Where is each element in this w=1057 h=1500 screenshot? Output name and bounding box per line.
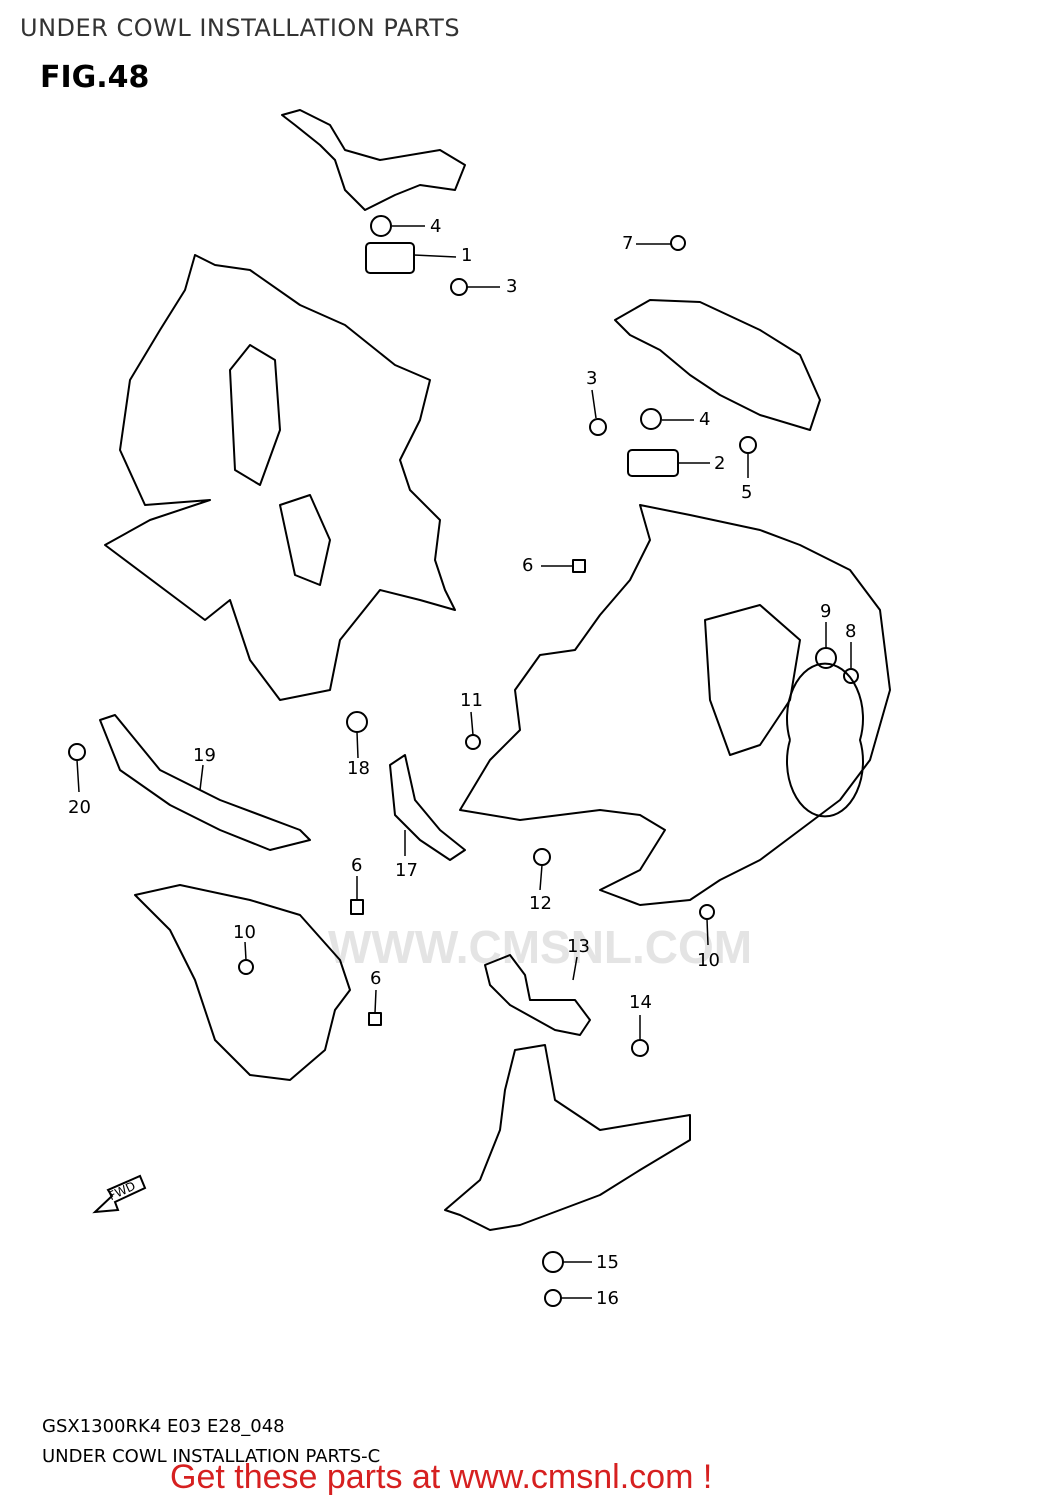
fwd-arrow (92, 1174, 147, 1214)
bolt-3a (450, 278, 468, 296)
bolt-10a (238, 959, 254, 975)
bolt-16 (544, 1289, 562, 1307)
bolt-12 (533, 848, 551, 866)
nut-6b (350, 899, 364, 915)
callout-5: 5 (741, 482, 753, 503)
callout-6: 6 (522, 555, 534, 576)
callout-3: 3 (586, 368, 598, 389)
bolt-3b (589, 418, 607, 436)
callout-6: 6 (370, 968, 382, 989)
bracket-2 (627, 449, 679, 477)
left-under-cowl (104, 254, 456, 701)
bracket-13 (484, 954, 591, 1036)
right-under-cowl (459, 504, 891, 906)
callout-6: 6 (351, 855, 363, 876)
right-upper-cowl (614, 299, 821, 431)
callout-1: 1 (461, 245, 473, 266)
bolt-7 (670, 235, 686, 251)
right-cowl-round-cutout (786, 662, 864, 818)
bolt-10b (699, 904, 715, 920)
nut-6c (368, 1012, 382, 1026)
bolt-20 (68, 743, 86, 761)
left-cowl-cutout (229, 344, 281, 486)
left-cowl-cutout-lower (279, 494, 331, 586)
bolt-11 (465, 734, 481, 750)
callout-13: 13 (567, 936, 590, 957)
figure-number: FIG.48 (40, 60, 150, 95)
nut-6a (572, 559, 586, 573)
right-cowl-cutout (704, 604, 801, 756)
grommet-18 (346, 711, 368, 733)
callout-15: 15 (596, 1252, 619, 1273)
page-title: UNDER COWL INSTALLATION PARTS (20, 14, 461, 42)
diagram-name: UNDER COWL INSTALLATION PARTS-C (42, 1446, 381, 1467)
watermark-text: WWW.CMSNL.COM (328, 921, 753, 973)
callout-10: 10 (233, 922, 256, 943)
bracket-17 (389, 754, 466, 861)
callout-12: 12 (529, 893, 552, 914)
model-code: GSX1300RK4 E03 E28_048 (42, 1416, 285, 1437)
bolt-14 (631, 1039, 649, 1057)
callout-4: 4 (699, 409, 711, 430)
callout-7: 7 (622, 233, 634, 254)
belly-pan (444, 1044, 691, 1231)
strap-19 (99, 714, 311, 851)
upper-bracket (281, 109, 466, 211)
callout-16: 16 (596, 1288, 619, 1309)
lower-left-cowl (134, 884, 351, 1081)
callout-9: 9 (820, 601, 832, 622)
callout-2: 2 (714, 453, 726, 474)
cta-link[interactable]: Get these parts at www.cmsnl.com ! (170, 1458, 713, 1496)
callout-19: 19 (193, 745, 216, 766)
callout-18: 18 (347, 758, 370, 779)
washer-9 (815, 647, 837, 669)
callout-10: 10 (697, 950, 720, 971)
callout-17: 17 (395, 860, 418, 881)
bracket-1 (365, 242, 415, 274)
callout-11: 11 (460, 690, 483, 711)
grommet-4b (640, 408, 662, 430)
callout-4: 4 (430, 216, 442, 237)
callout-14: 14 (629, 992, 652, 1013)
callout-3: 3 (506, 276, 518, 297)
callout-8: 8 (845, 621, 857, 642)
grommet-15 (542, 1251, 564, 1273)
grommet-4a (370, 215, 392, 237)
bolt-5 (739, 436, 757, 454)
callout-20: 20 (68, 797, 91, 818)
bolt-8 (843, 668, 859, 684)
